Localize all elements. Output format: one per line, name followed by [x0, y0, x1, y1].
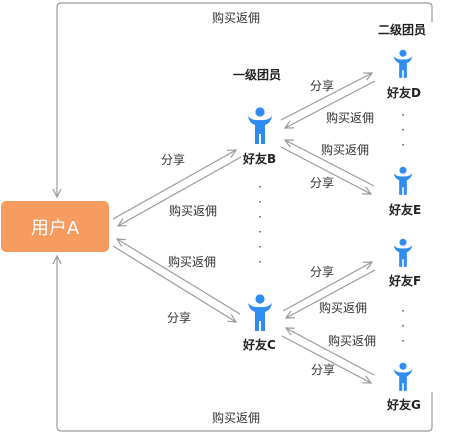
bottom-return-label: 购买返佣: [212, 411, 261, 425]
first-level-ellipsis: · · · · · ·: [258, 180, 262, 269]
f-to-c-return-label: 购买返佣: [319, 301, 368, 315]
c-to-f-share-label: 分享: [310, 265, 335, 279]
arrow-b-to-e-share: [280, 146, 371, 194]
arrow-c-to-f-share: [282, 262, 372, 312]
arrow-f-to-c-return: [286, 269, 376, 318]
friend-d-label: 好友D: [387, 86, 421, 100]
person-icon: [393, 49, 413, 78]
person-icon: [248, 294, 272, 331]
b-to-e-share-label: 分享: [310, 176, 335, 190]
a-to-c-share-label: 分享: [167, 311, 192, 325]
friend-g-label: 好友G: [387, 398, 421, 412]
e-to-b-return-label: 购买返佣: [321, 143, 370, 157]
a-to-b-share-label: 分享: [161, 153, 186, 167]
b-to-d-share-label: 分享: [310, 79, 335, 93]
person-icon: [393, 166, 413, 195]
lower-second-level-ellipsis: · · ·: [401, 304, 405, 348]
arrow-c-to-g-share: [281, 335, 371, 383]
bottom-return-connector: [57, 256, 433, 432]
arrow-a-to-c-share: [112, 245, 236, 322]
friend-c-label: 好友C: [243, 338, 276, 352]
friend-b-label: 好友B: [243, 152, 277, 166]
arrow-e-to-b-return: [285, 140, 375, 187]
user-a-label: 用户A: [30, 217, 80, 239]
arrow-b-to-d-share: [280, 73, 372, 121]
person-icon: [248, 107, 272, 144]
arrow-a-to-b-share: [112, 150, 236, 220]
second-level-title: 二级团员: [378, 23, 427, 37]
top-return-label: 购买返佣: [212, 11, 261, 25]
upper-second-level-ellipsis: · · ·: [401, 108, 405, 152]
person-icon: [393, 362, 413, 391]
b-to-a-return-label: 购买返佣: [169, 204, 218, 218]
arrow-g-to-c-return: [286, 328, 375, 376]
c-to-g-share-label: 分享: [311, 363, 336, 377]
person-icon: [393, 238, 413, 267]
arrow-d-to-b-return: [285, 80, 376, 128]
first-level-title: 一级团员: [233, 68, 282, 82]
user-a-node: 用户A: [1, 201, 109, 252]
arrow-b-to-a-return: [118, 156, 242, 226]
top-return-connector: [57, 2, 433, 197]
arrow-c-to-a-return: [117, 239, 241, 315]
d-to-b-return-label: 购买返佣: [326, 111, 375, 125]
g-to-c-return-label: 购买返佣: [328, 334, 377, 348]
friend-e-label: 好友E: [389, 203, 422, 217]
c-to-a-return-label: 购买返佣: [168, 255, 217, 269]
friend-f-label: 好友F: [389, 274, 422, 288]
